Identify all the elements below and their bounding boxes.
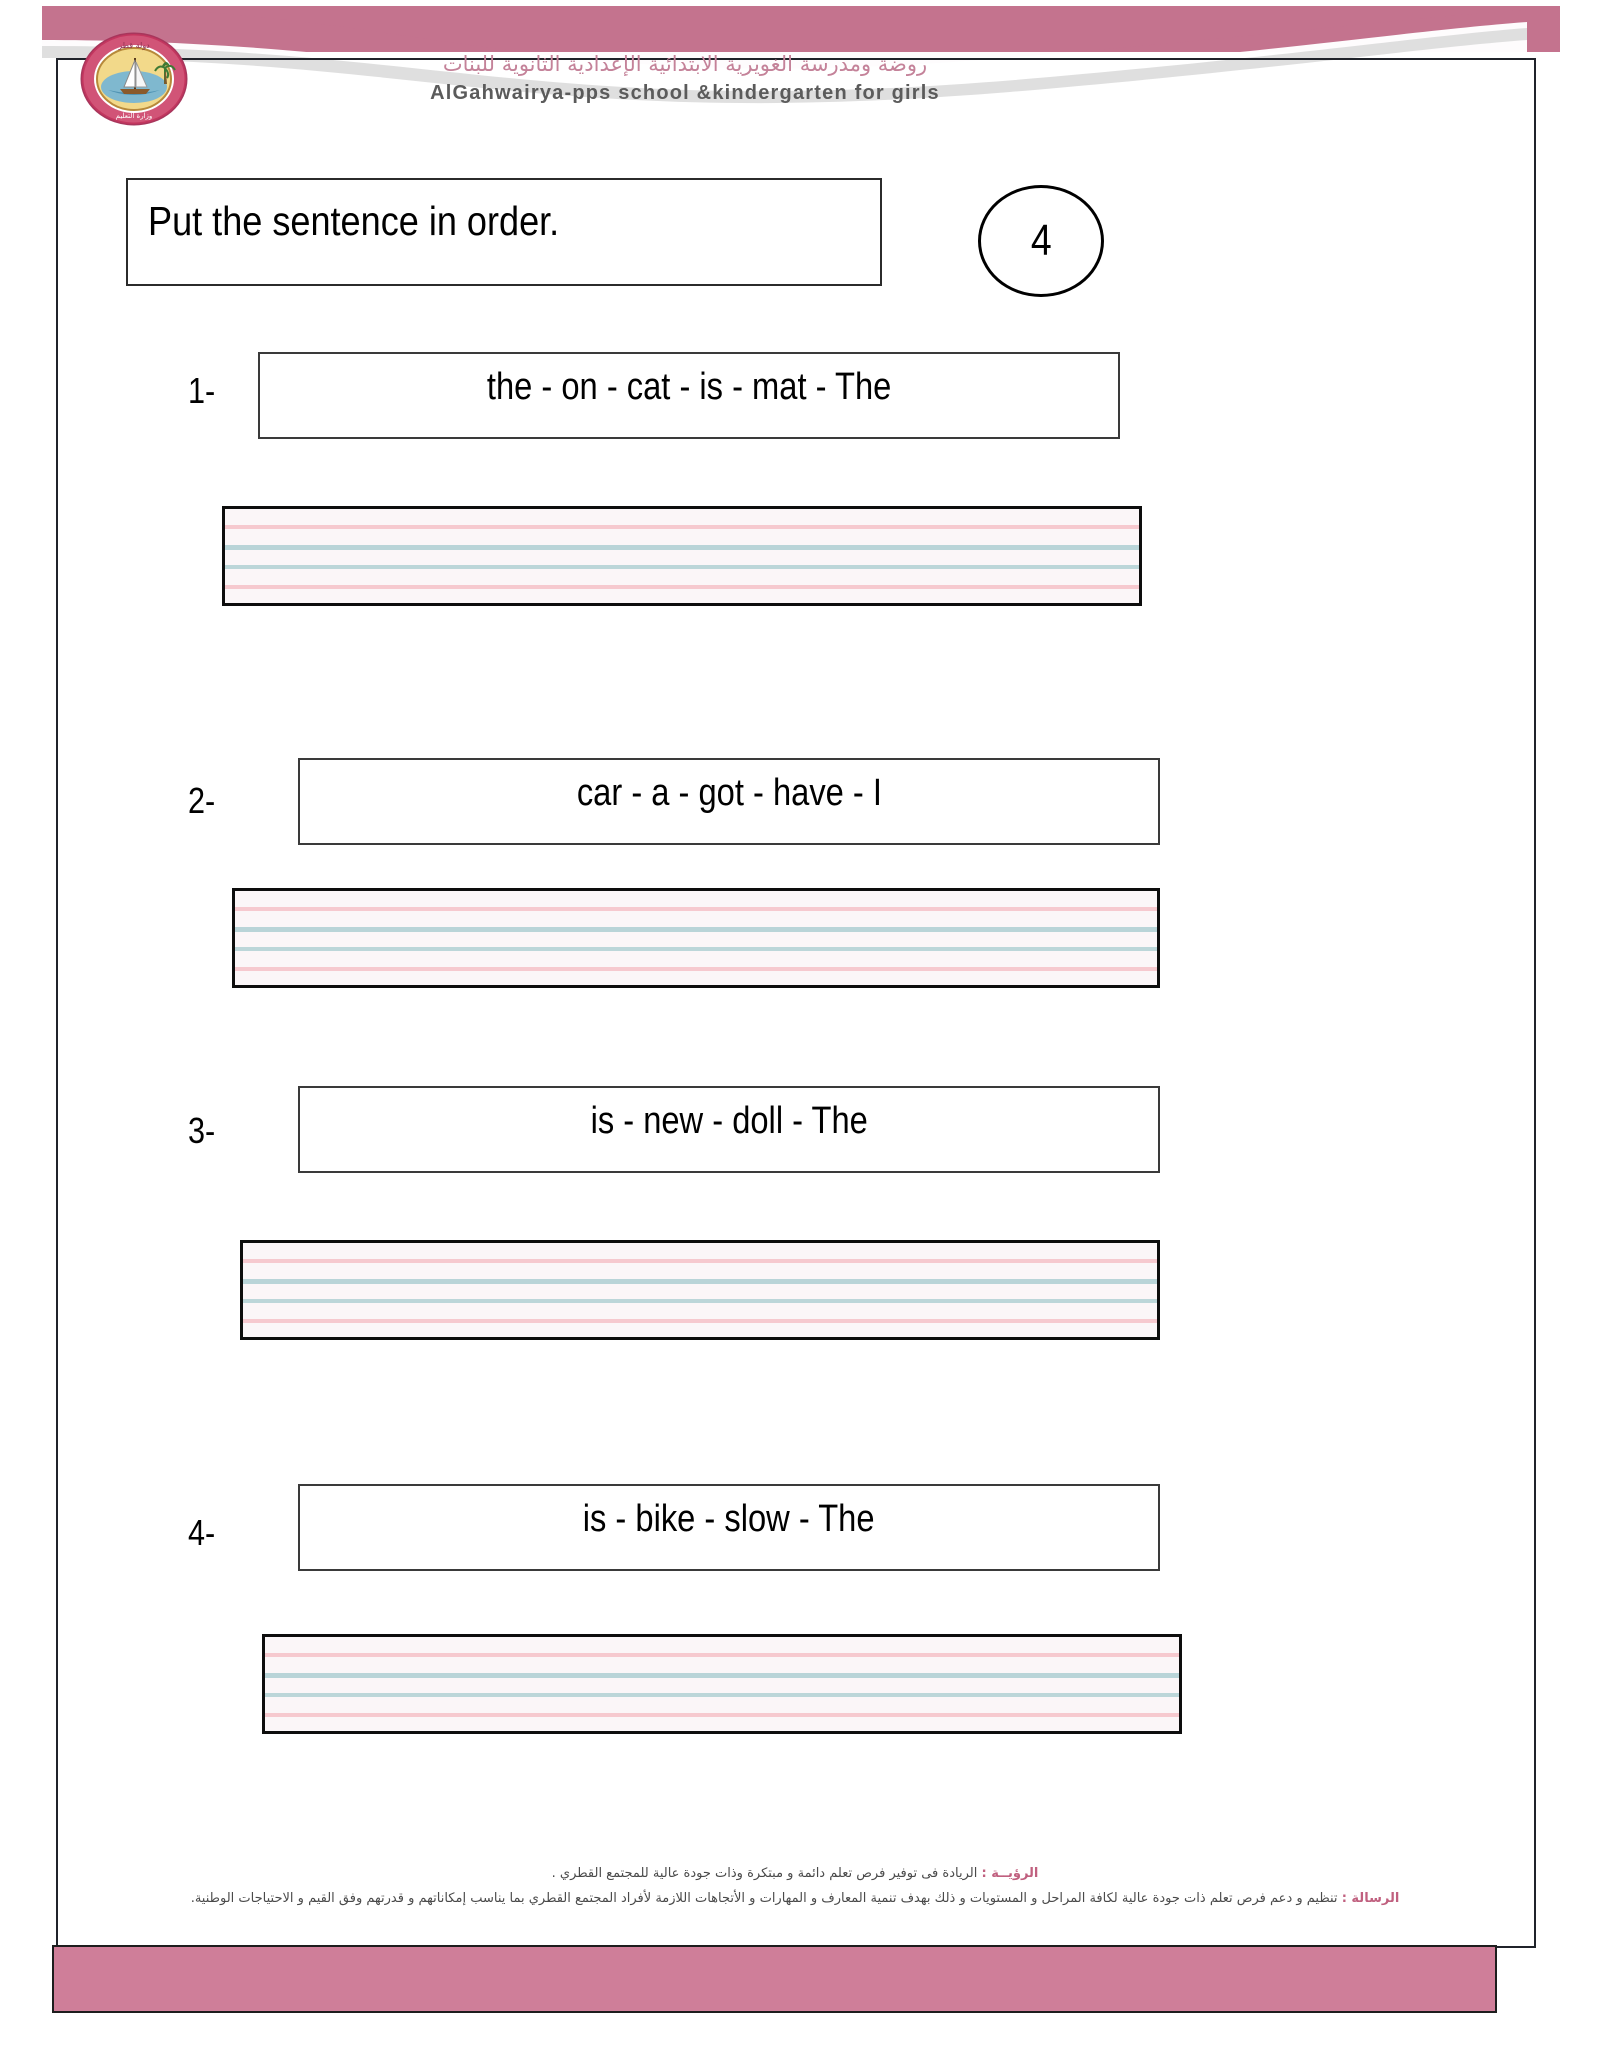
answer-line-4[interactable] bbox=[262, 1634, 1182, 1734]
school-name-arabic: روضة ومدرسة الغويرية الابتدائية الإعدادي… bbox=[442, 52, 928, 76]
school-name-english: AlGahwairya-pps school &kindergarten for… bbox=[430, 82, 940, 104]
footer-vision-text: الريادة فى توفير فرص تعلم دائمة و مبتكرة… bbox=[551, 1866, 978, 1881]
answer-line-1[interactable] bbox=[222, 506, 1142, 606]
footer-vision-label: الرؤيــة : bbox=[981, 1866, 1039, 1881]
answer-line-3[interactable] bbox=[240, 1240, 1160, 1340]
question-prompt-text-3: is - new - doll - The bbox=[590, 1100, 868, 1142]
footer-mission-label: الرسالة : bbox=[1341, 1890, 1400, 1906]
question-prompt-box-2: car - a - got - have - I bbox=[298, 758, 1160, 845]
question-index-1: 1- bbox=[188, 370, 216, 411]
qatar-ministry-of-education-seal-icon: دولة قطر وزارة التعليم bbox=[80, 32, 188, 126]
school-header: دولة قطر وزارة التعليم روضة ومدرسة الغوي… bbox=[60, 30, 1160, 126]
footer-mission: الرسالة : تنظيم و دعم فرص تعلم ذات جودة … bbox=[70, 1887, 1520, 1912]
footer: الرؤيــة : الريادة فى توفير فرص تعلم دائ… bbox=[70, 1862, 1520, 1911]
question-prompt-box-1: the - on - cat - is - mat - The bbox=[258, 352, 1120, 439]
top-wave-decoration bbox=[0, 0, 1600, 120]
question-index-4: 4- bbox=[188, 1512, 216, 1553]
page-number-text: 4 bbox=[1030, 216, 1052, 265]
svg-text:وزارة التعليم: وزارة التعليم bbox=[116, 112, 153, 120]
page-number-badge: 4 bbox=[978, 185, 1104, 297]
footer-vision: الرؤيــة : الريادة فى توفير فرص تعلم دائ… bbox=[70, 1862, 1520, 1887]
instruction-box: Put the sentence in order. bbox=[126, 178, 882, 286]
question-index-2: 2- bbox=[188, 780, 216, 821]
footer-mission-text: تنظيم و دعم فرص تعلم ذات جودة عالية لكاف… bbox=[190, 1890, 1338, 1906]
svg-text:دولة قطر: دولة قطر bbox=[117, 41, 150, 50]
instruction-text: Put the sentence in order. bbox=[148, 198, 560, 244]
bottom-pink-band bbox=[52, 1945, 1497, 2013]
question-prompt-box-3: is - new - doll - The bbox=[298, 1086, 1160, 1173]
question-prompt-text-1: the - on - cat - is - mat - The bbox=[486, 366, 892, 408]
question-prompt-text-4: is - bike - slow - The bbox=[583, 1498, 875, 1540]
question-index-3: 3- bbox=[188, 1110, 216, 1151]
question-prompt-text-2: car - a - got - have - I bbox=[576, 772, 882, 814]
answer-line-2[interactable] bbox=[232, 888, 1160, 988]
question-prompt-box-4: is - bike - slow - The bbox=[298, 1484, 1160, 1571]
school-name-block: روضة ومدرسة الغويرية الابتدائية الإعدادي… bbox=[220, 52, 1150, 105]
